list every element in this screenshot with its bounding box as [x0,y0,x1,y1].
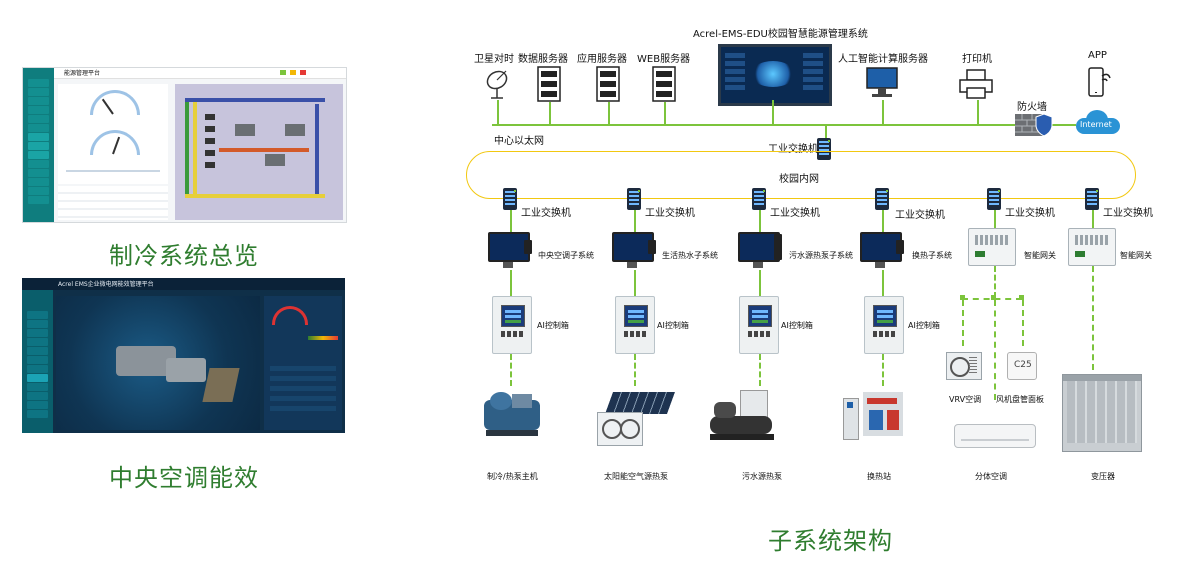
satellite-dish-icon [486,70,508,99]
equipment-3-label: 污水源热泵 [742,472,782,481]
caption-subsystem-architecture: 子系统架构 [768,527,893,555]
phone-app-icon [1088,67,1111,97]
printer-icon [959,69,993,99]
ai-cabinet-4-label: AI控制箱 [908,321,940,330]
label-app: APP [1088,50,1107,61]
switch-6-label: 工业交换机 [1103,208,1153,219]
label-campus-net: 校园内网 [779,174,819,185]
ai-cabinet-3-icon [739,296,779,354]
app-server-icon [596,66,620,102]
ai-cabinet-3-label: AI控制箱 [781,321,813,330]
vrv-unit-icon [946,352,982,380]
internet-cloud-icon: Internet [1076,110,1120,134]
subsystem-3-label: 污水源热泵子系统 [789,251,853,260]
internet-label: Internet [1080,120,1112,129]
label-printer: 打印机 [962,54,992,65]
gateway-1-icon [968,228,1016,266]
equipment-4-label: 换热站 [867,472,891,481]
thumb1-header: 能源管理平台 [54,68,346,79]
label-app-server: 应用服务器 [577,54,627,65]
switch-6-icon [1085,188,1099,210]
thumb2-title: Acrel EMS企业微电网能效管理平台 [58,281,154,288]
label-db-server: 数据服务器 [518,54,568,65]
thumb2-sidebar [22,290,53,433]
switch-4-icon [875,188,889,210]
chiller-image [482,390,544,442]
caption-cooling-overview: 制冷系统总览 [109,242,259,270]
campus-ring [466,151,1136,199]
label-web-server: WEB服务器 [637,54,691,65]
ai-cabinet-1-icon [492,296,532,354]
switch-5-icon [987,188,1001,210]
ai-cabinet-2-icon [615,296,655,354]
subsystem-4-monitor-icon [860,232,902,268]
equipment-2-label: 太阳能空气源热泵 [604,472,668,481]
thumb1-title: 能源管理平台 [64,70,101,77]
label-ai-server: 人工智能计算服务器 [838,54,928,65]
subsystem-2-label: 生活热水子系统 [662,251,718,260]
thumb2-right-panel [264,296,342,430]
thumb1-gauge-panel [58,84,168,184]
vrv-label: VRV空调 [949,395,982,404]
subsystem-1-monitor-icon [488,232,530,268]
screenshot-cooling-overview: 能源管理平台 [22,67,347,223]
thumb2-main [56,296,260,430]
sewage-heat-pump-image [708,390,778,446]
heat-exchange-station-image [843,388,907,440]
dashboard-display [718,44,832,106]
equipment-5-label: 分体空调 [975,472,1007,481]
db-server-icon [537,66,561,102]
label-satellite: 卫星对时 [474,54,514,65]
split-ac-image [954,424,1036,448]
thumb2-header: Acrel EMS企业微电网能效管理平台 [22,278,345,290]
switch-2-label: 工业交换机 [645,208,695,219]
caption-hvac-efficiency: 中央空调能效 [109,464,259,492]
label-ethernet: 中心以太网 [494,136,544,147]
label-core-switch: 工业交换机 [768,144,818,155]
ai-cabinet-4-icon [864,296,904,354]
switch-1-icon [503,188,517,210]
core-switch-icon [817,138,831,160]
thumb1-table [58,186,168,220]
solar-heat-pump-image [595,388,679,446]
ethernet-bus [492,124,1022,126]
subsystem-3-monitor-icon [738,232,780,268]
subsystem-1-label: 中央空调子系统 [538,251,594,260]
ai-computer-icon [866,67,898,97]
switch-5-label: 工业交换机 [1005,208,1055,219]
thumb1-schematic [175,84,343,220]
ai-cabinet-2-label: AI控制箱 [657,321,689,330]
diagram-title: Acrel-EMS-EDU校园智慧能源管理系统 [693,29,868,40]
gateway-1-label: 智能网关 [1024,251,1056,260]
fan-coil-panel-icon: C25 [1007,352,1037,380]
gateway-2-label: 智能网关 [1120,251,1152,260]
gateway-2-icon [1068,228,1116,266]
switch-2-icon [627,188,641,210]
ai-cabinet-1-label: AI控制箱 [537,321,569,330]
equipment-1-label: 制冷/热泵主机 [487,472,538,481]
gauge-top [90,90,140,115]
equipment-6-label: 变压器 [1091,472,1115,481]
label-firewall: 防火墙 [1017,102,1047,113]
switch-1-label: 工业交换机 [521,208,571,219]
fan-coil-panel-readout: C25 [1014,360,1032,370]
switch-3-icon [752,188,766,210]
subsystem-4-label: 换热子系统 [912,251,952,260]
firewall-icon [1015,113,1053,137]
switch-4-label: 工业交换机 [895,210,945,221]
fan-coil-label: 风机盘管面板 [996,395,1044,404]
thumb1-sidebar [23,68,54,222]
switch-3-label: 工业交换机 [770,208,820,219]
screenshot-hvac-efficiency: Acrel EMS企业微电网能效管理平台 [22,278,345,433]
web-server-icon [652,66,676,102]
transformer-image [1062,374,1142,452]
